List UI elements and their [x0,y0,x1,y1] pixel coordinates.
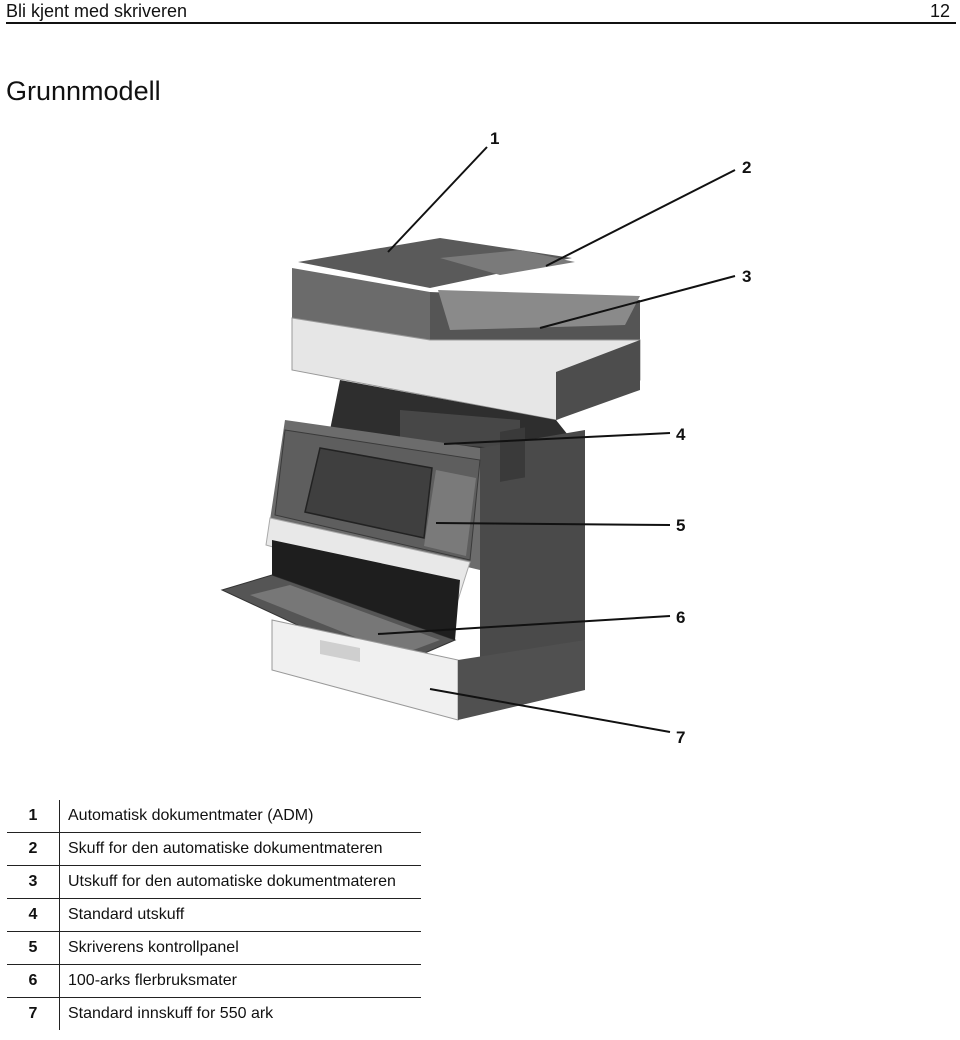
callout-3: 3 [742,267,751,286]
legend-label: Skriverens kontrollpanel [59,931,421,965]
adf-body [292,268,430,340]
leader-line-4 [443,432,671,445]
leader-line-6 [377,615,671,635]
page-number: 12 [929,1,950,21]
legend-row: 3 Utskuff for den automatiske dokumentma… [7,865,421,899]
legend-number: 2 [7,832,60,866]
leader-line-5 [435,522,671,526]
legend-number: 5 [7,931,60,965]
legend-row: 5 Skriverens kontrollpanel [7,931,421,965]
keypad [424,470,476,556]
leader-lines [377,146,736,733]
legend-label: Utskuff for den automatiske dokumentmate… [59,865,421,899]
legend-number: 7 [7,997,60,1030]
adf-input-tray [440,250,575,275]
legend-label: Standard utskuff [59,898,421,932]
touch-screen [304,447,433,539]
header-rule [6,22,956,24]
printer-illustration [220,238,641,721]
leader-line-7 [429,688,671,733]
legend-label: 100-arks flerbruksmater [59,964,421,998]
legend-number: 1 [7,800,60,833]
main-body-side [480,430,585,700]
legend-row: 7 Standard innskuff for 550 ark [7,997,421,1030]
legend-number: 6 [7,964,60,998]
callout-7: 7 [676,728,685,747]
legend-number: 4 [7,898,60,932]
legend-number: 3 [7,865,60,899]
legend-table: 1 Automatisk dokumentmater (ADM) 2 Skuff… [6,799,422,1031]
page-title: Grunnmodell [6,76,161,106]
legend-label: Skuff for den automatiske dokumentmatere… [59,832,421,866]
callout-1: 1 [490,129,499,148]
legend-row: 2 Skuff for den automatiske dokumentmate… [7,832,421,866]
legend-row: 4 Standard utskuff [7,898,421,932]
leader-line-3 [539,275,736,329]
callout-4: 4 [676,425,686,444]
adf-lid [298,238,572,288]
legend-row: 1 Automatisk dokumentmater (ADM) [7,800,421,833]
legend-row: 6 100-arks flerbruksmater [7,964,421,998]
callout-2: 2 [742,158,751,177]
adf-output-tray [438,290,640,330]
legend-label: Standard innskuff for 550 ark [68,1005,274,1022]
leader-line-1 [387,146,488,253]
printer-figure: 1 2 3 4 5 6 7 [220,129,751,747]
callout-5: 5 [676,516,685,535]
page-header: Bli kjent med skriveren 12 [0,0,960,24]
callout-6: 6 [676,608,685,627]
header-title: Bli kjent med skriveren [6,1,188,21]
legend-label: Automatisk dokumentmater (ADM) [59,800,421,833]
leader-line-2 [545,169,736,267]
